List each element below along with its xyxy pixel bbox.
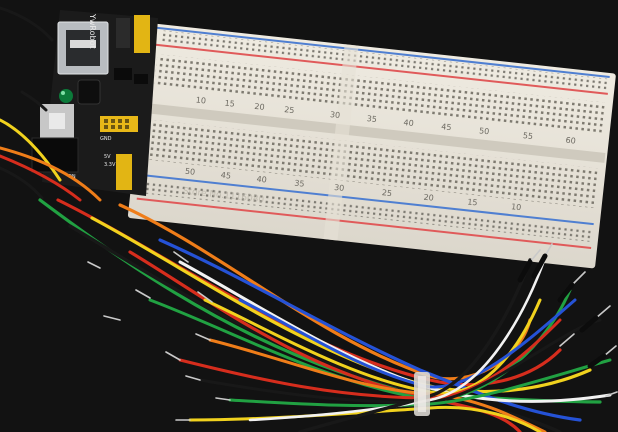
cable-tie bbox=[414, 372, 430, 416]
yellow-jumper-top bbox=[134, 15, 150, 53]
usb-port-tongue bbox=[70, 40, 96, 48]
pin-tip bbox=[135, 289, 151, 299]
wire-black bbox=[20, 90, 48, 112]
pin-tip bbox=[559, 333, 575, 347]
top-terminal-holes bbox=[154, 54, 605, 135]
header-pin-holes bbox=[104, 119, 129, 129]
3v3-label: 3.3V bbox=[104, 162, 116, 168]
5v-label: 5V bbox=[104, 154, 111, 160]
wire-orange bbox=[0, 146, 102, 202]
pin-tip bbox=[173, 251, 189, 263]
top-number: 15 bbox=[224, 99, 235, 109]
jumper-housings bbox=[517, 253, 607, 369]
top-number: 45 bbox=[441, 122, 452, 132]
bottom-number: 30 bbox=[334, 183, 345, 193]
breadboard-joint-notch bbox=[323, 44, 359, 241]
regulator bbox=[114, 68, 132, 80]
top-number: 20 bbox=[254, 102, 265, 112]
bottom-blue-rail-line bbox=[139, 173, 594, 226]
pin-housing bbox=[517, 259, 533, 283]
module-wires bbox=[0, 6, 102, 202]
gnd-label: GND bbox=[100, 136, 112, 142]
pin-tip bbox=[103, 315, 121, 321]
top-number: 60 bbox=[565, 136, 576, 146]
pin-tip bbox=[571, 271, 586, 286]
top-rail-holes bbox=[158, 30, 608, 91]
wire-white bbox=[248, 256, 547, 422]
top-number: 25 bbox=[284, 105, 295, 115]
top-number: 10 bbox=[195, 95, 206, 105]
wire-black bbox=[0, 6, 54, 42]
top-number: 55 bbox=[522, 131, 533, 141]
top-number: 40 bbox=[403, 118, 414, 128]
wire-black bbox=[298, 258, 532, 432]
top-red-rail-line bbox=[153, 43, 608, 95]
pin-tip bbox=[87, 261, 101, 269]
bottom-number: 40 bbox=[256, 174, 267, 184]
pin-housing bbox=[579, 315, 599, 333]
pin-housing bbox=[587, 353, 607, 369]
bottom-terminal-holes bbox=[146, 119, 598, 209]
power-button-cap bbox=[49, 113, 65, 129]
cable-tie-ridge bbox=[418, 376, 426, 412]
bottom-number: 20 bbox=[423, 193, 434, 203]
top-number: 35 bbox=[366, 114, 377, 124]
yellow-header-middle bbox=[100, 116, 138, 132]
regulator bbox=[134, 74, 148, 84]
bottom-number: 10 bbox=[511, 202, 522, 212]
breadboard: 10 15 20 25 30 35 40 45 50 55 60 50 45 4… bbox=[127, 23, 616, 269]
pin-tip bbox=[595, 305, 611, 319]
wire-yellow bbox=[188, 405, 542, 432]
wire-blue bbox=[158, 238, 582, 422]
pin-tip bbox=[215, 397, 231, 401]
pin-tip bbox=[195, 333, 211, 341]
brand-label: YwRobot bbox=[88, 13, 97, 49]
capacitor bbox=[77, 79, 101, 105]
pin-tip bbox=[603, 345, 617, 357]
center-channel bbox=[141, 102, 606, 163]
pin-tip bbox=[197, 291, 213, 303]
bottom-number: 15 bbox=[467, 197, 478, 207]
wire-black bbox=[0, 166, 44, 200]
pin-housing bbox=[557, 282, 575, 303]
yellow-jumper-bottom bbox=[116, 154, 132, 190]
bottom-rail-holes bbox=[142, 181, 592, 242]
bottom-number: 50 bbox=[185, 167, 196, 177]
wire-red bbox=[0, 154, 82, 202]
top-blue-rail-line bbox=[155, 26, 610, 78]
pin-tip bbox=[605, 391, 618, 397]
pin-tip bbox=[529, 249, 541, 263]
green-led bbox=[59, 89, 73, 103]
jumper-pin-tips bbox=[87, 243, 618, 421]
bottom-number: 25 bbox=[381, 188, 392, 198]
green-led-highlight bbox=[61, 91, 65, 95]
bottom-column-numbers: 50 45 40 35 30 25 20 15 10 bbox=[185, 167, 522, 212]
top-number: 50 bbox=[479, 126, 490, 136]
power-supply-module: YwRobot GND 5V 3.3V ON bbox=[31, 10, 158, 196]
top-column-numbers: 10 15 20 25 30 35 40 45 50 55 60 bbox=[195, 95, 576, 145]
bottom-number: 35 bbox=[294, 179, 305, 189]
pin-tip bbox=[165, 351, 181, 361]
pin-tip bbox=[185, 375, 201, 381]
pin-housing bbox=[531, 253, 548, 279]
header-pins-top bbox=[116, 18, 130, 48]
wire-yellow bbox=[0, 118, 62, 182]
bottom-number: 45 bbox=[220, 171, 231, 181]
top-number: 30 bbox=[329, 110, 340, 120]
bottom-red-rail-line bbox=[136, 197, 592, 249]
